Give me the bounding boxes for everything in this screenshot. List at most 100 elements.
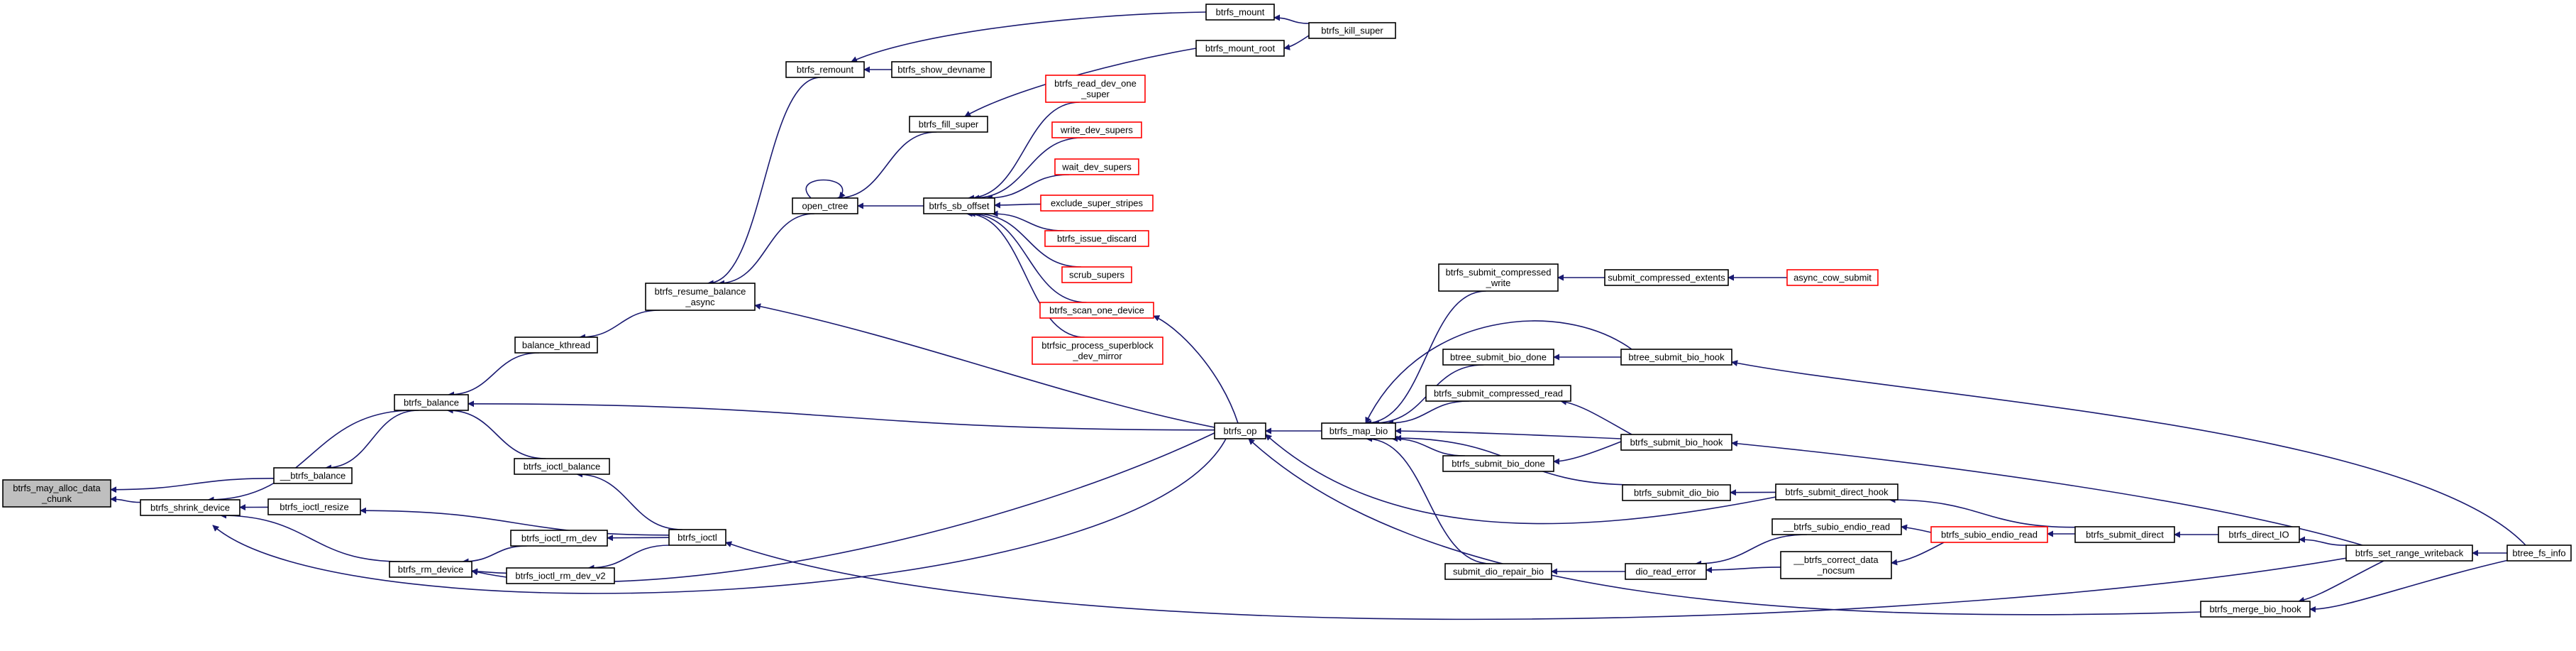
node-label: _async <box>685 297 715 307</box>
call-edge <box>110 478 275 493</box>
graph-node-btrfs-rm-device[interactable]: btrfs_rm_device <box>389 561 472 578</box>
call-edge <box>985 174 1070 202</box>
graph-node-btrfs-submit-compressed-read[interactable]: btrfs_submit_compressed_read <box>1425 385 1571 402</box>
edge-4 <box>220 512 401 562</box>
graph-node-exclude-super-stripes[interactable]: exclude_super_stripes <box>1040 195 1154 212</box>
edge-11 <box>462 545 527 565</box>
graph-node-btrfs-subio-endio-read[interactable]: btrfs_subio_endio_read <box>1930 526 2048 543</box>
edge-66 <box>1706 567 1781 574</box>
node-box <box>389 561 472 578</box>
call-edge <box>707 77 822 287</box>
graph-node-root[interactable]: btrfs_may_alloc_data_chunk <box>2 479 111 508</box>
edge-25 <box>836 131 937 202</box>
edge-5 <box>207 410 414 503</box>
edge-32 <box>985 174 1070 202</box>
call-edge <box>1891 542 1945 566</box>
graph-node-open-ctree[interactable]: open_ctree <box>792 197 858 214</box>
node-label: btrfs_rm_device <box>398 564 463 575</box>
edge-24 <box>805 179 846 199</box>
graph-node-btrfs-submit-bio-hook[interactable]: btrfs_submit_bio_hook <box>1620 434 1732 451</box>
edge-8 <box>446 407 546 459</box>
graph-node-btrfs-direct-IO[interactable]: btrfs_direct_IO <box>2218 526 2300 543</box>
call-edge <box>462 545 527 565</box>
graph-node-btrfs-issue-discard[interactable]: btrfs_issue_discard <box>1044 230 1149 247</box>
graph-node-balance-kthread[interactable]: balance_kthread <box>514 337 598 354</box>
node-label: write_dev_supers <box>1060 125 1133 136</box>
call-edge <box>1560 398 1632 435</box>
edge-45 <box>1387 400 1470 427</box>
node-label: btrfs_set_range_writeback <box>2355 548 2464 559</box>
graph-node-btrfs-remount[interactable]: btrfs_remount <box>785 61 865 78</box>
graph-node-btrfs-ioctl-rm-dev[interactable]: btrfs_ioctl_rm_dev <box>510 530 608 547</box>
node-label: btrfs_remount <box>797 65 854 75</box>
graph-node-btrfs-resume-balance-async[interactable]: btrfs_resume_balance_async <box>645 283 756 311</box>
call-edge <box>1391 435 1465 456</box>
node-label: btrfs_issue_discard <box>1057 234 1137 244</box>
node-label: btrfs_ioctl_rm_dev <box>521 533 597 544</box>
graph-node-btrfs-submit-direct[interactable]: btrfs_submit_direct <box>2074 526 2175 543</box>
node-box <box>1438 263 1559 292</box>
graph-node-btrfs-read-dev-one-super[interactable]: btrfs_read_dev_one_super <box>1045 75 1146 103</box>
graph-node-btrfs-sb-offset[interactable]: btrfs_sb_offset <box>923 197 995 214</box>
graph-node-btrfs-submit-compressed-write[interactable]: btrfs_submit_compressed_write <box>1438 263 1559 292</box>
graph-node-btrfs-balance[interactable]: __btrfs_balance <box>273 467 353 484</box>
graph-node-btree-submit-bio-done[interactable]: btree_submit_bio_done <box>1442 349 1554 366</box>
node-box <box>1604 269 1729 286</box>
node-box <box>514 337 598 354</box>
graph-node-btrfs-balance[interactable]: btrfs_balance <box>394 394 469 411</box>
node-box <box>2506 545 2572 562</box>
graph-node-btrfs-merge-bio-hook[interactable]: btrfs_merge_bio_hook <box>2200 601 2311 618</box>
graph-node-btrfs-ioctl-resize[interactable]: btrfs_ioctl_resize <box>267 498 361 515</box>
edge-18 <box>725 541 2363 620</box>
edge-42 <box>1365 290 1486 427</box>
graph-node-btrfs-map-bio[interactable]: btrfs_map_bio <box>1321 422 1396 439</box>
call-edge <box>360 507 670 536</box>
node-label: btree_fs_info <box>2512 548 2565 559</box>
call-edge <box>974 210 1082 268</box>
graph-node-btrfs-scan-one-device[interactable]: btrfs_scan_one_device <box>1039 302 1154 319</box>
graph-node-btrfs-correct-data-nocsum[interactable]: __btrfs_correct_data_nocsum <box>1780 551 1892 579</box>
graph-node-submit-compressed-extents[interactable]: submit_compressed_extents <box>1604 269 1729 286</box>
graph-node-dio-read-error[interactable]: dio_read_error <box>1625 563 1707 580</box>
graph-node-btrfsic-process-superblock-dev-mirror[interactable]: btrfsic_process_superblock_dev_mirror <box>1032 337 1163 365</box>
call-edge <box>1365 290 1486 427</box>
graph-node-btrfs-submit-bio-done[interactable]: btrfs_submit_bio_done <box>1442 455 1554 472</box>
graph-node-wait-dev-supers[interactable]: wait_dev_supers <box>1054 158 1139 175</box>
graph-node-btrfs-fill-super[interactable]: btrfs_fill_super <box>909 116 988 133</box>
graph-node-btree-fs-info[interactable]: btree_fs_info <box>2506 545 2572 562</box>
edge-20 <box>718 213 814 287</box>
node-box <box>1425 385 1571 402</box>
graph-node-btrfs-set-range-writeback[interactable]: btrfs_set_range_writeback <box>2345 545 2473 562</box>
graph-node-btrfs-submit-direct-hook[interactable]: btrfs_submit_direct_hook <box>1775 483 1898 500</box>
graph-node-btrfs-show-devname[interactable]: btrfs_show_devname <box>891 61 992 78</box>
edge-41 <box>1248 438 2201 616</box>
graph-node-btrfs-kill-super[interactable]: btrfs_kill_super <box>1308 22 1396 39</box>
node-label: btrfs_op <box>1224 426 1257 437</box>
graph-node-btrfs-mount[interactable]: btrfs_mount <box>1205 4 1275 21</box>
edge-48 <box>1366 435 1491 564</box>
graph-node-btrfs-mount-root[interactable]: btrfs_mount_root <box>1195 40 1285 57</box>
graph-node-async-cow-submit[interactable]: async_cow_submit <box>1786 269 1879 286</box>
graph-node-btrfs-ioctl[interactable]: btrfs_ioctl <box>668 529 726 546</box>
call-edge <box>968 210 1087 303</box>
node-label: balance_kthread <box>522 340 590 351</box>
graph-node-btrfs-submit-dio-bio[interactable]: btrfs_submit_dio_bio <box>1622 484 1731 501</box>
graph-node-submit-dio-repair-bio[interactable]: submit_dio_repair_bio <box>1444 563 1552 580</box>
graph-node-btrfs-subio-endio-read[interactable]: __btrfs_subio_endio_read <box>1771 518 1902 535</box>
node-box <box>1061 266 1132 283</box>
edge-40 <box>1265 434 1776 525</box>
graph-node-btrfs-ioctl-balance[interactable]: btrfs_ioctl_balance <box>514 458 610 475</box>
graph-node-btrfs-shrink-device[interactable]: btrfs_shrink_device <box>140 499 241 516</box>
node-box <box>1039 302 1154 319</box>
graph-node-btrfs-ioctl-rm-dev-v2[interactable]: btrfs_ioctl_rm_dev_v2 <box>506 567 615 584</box>
node-label: btrfs_sb_offset <box>929 201 989 212</box>
graph-node-btrfs-op[interactable]: btrfs_op <box>1214 422 1266 439</box>
call-edge <box>851 11 1207 62</box>
graph-node-btree-submit-bio-hook[interactable]: btree_submit_bio_hook <box>1620 349 1732 366</box>
edge-29 <box>1283 35 1310 50</box>
graph-node-scrub-supers[interactable]: scrub_supers <box>1061 266 1132 283</box>
node-box <box>1625 563 1707 580</box>
node-label: btrfs_ioctl_rm_dev_v2 <box>515 571 605 581</box>
graph-node-write-dev-supers[interactable]: write_dev_supers <box>1051 121 1142 138</box>
edge-21 <box>754 303 1215 428</box>
